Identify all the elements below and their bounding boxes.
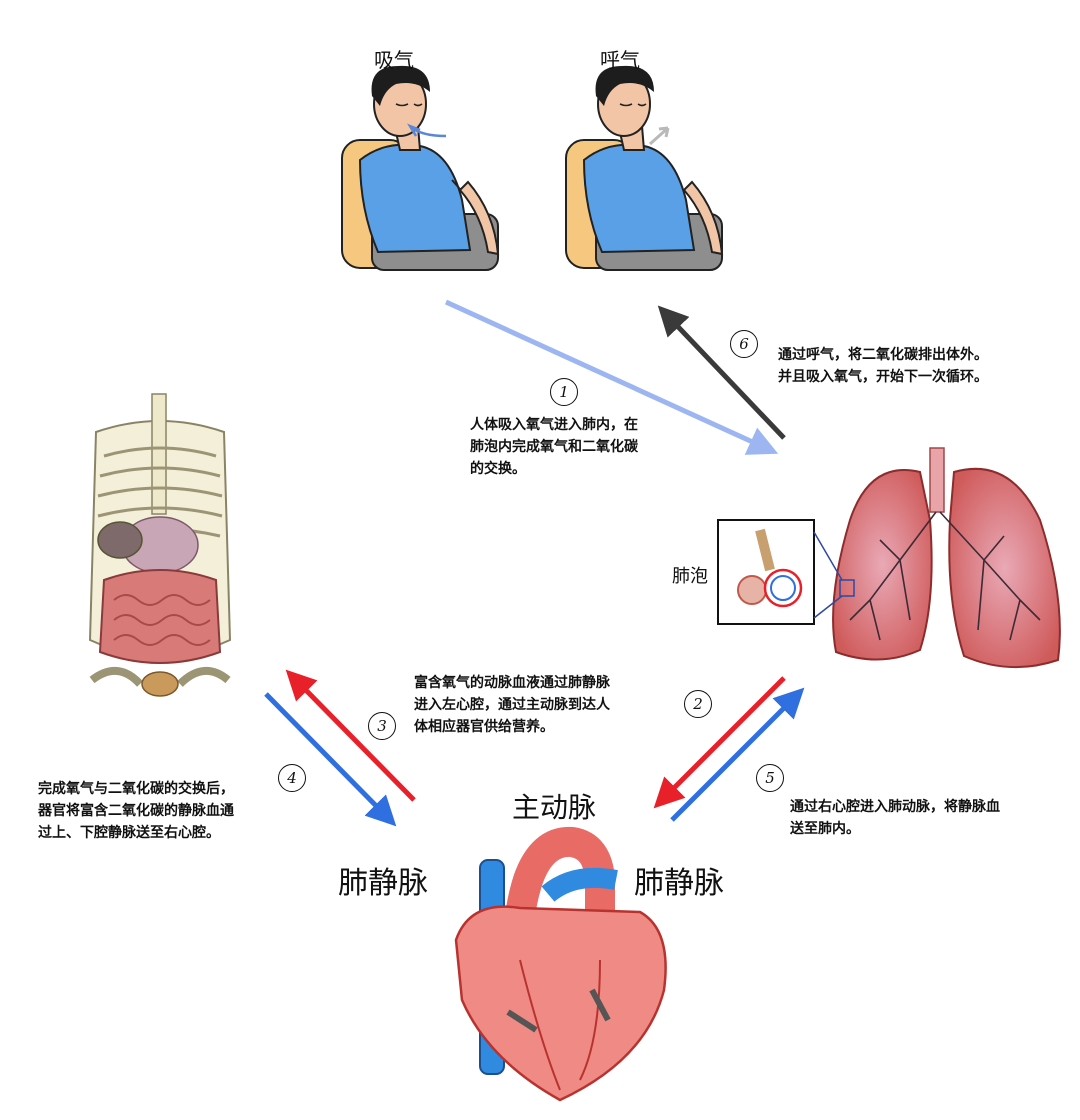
step-5-marker: 5: [756, 764, 784, 792]
step-6-marker: 6: [730, 330, 758, 358]
step-5-line-2: 送至肺内。: [790, 821, 860, 837]
step-3-text: 富含氧气的动脉血液通过肺静脉 进入左心腔，通过主动脉到达人 体相应器官供给营养。: [414, 672, 610, 738]
alveoli-inset: [717, 519, 855, 625]
arrow-heart-to-lungs: [670, 687, 805, 822]
step-1-line-3: 的交换。: [470, 461, 526, 477]
step-3-line-1: 富含氧气的动脉血液通过肺静脉: [414, 675, 610, 691]
step-6-line-1: 通过呼气，将二氧化碳排出体外。: [778, 347, 988, 363]
step-4-line-3: 过上、下腔静脉送至右心腔。: [38, 825, 220, 841]
step-6-line-2: 并且吸入氧气，开始下一次循环。: [778, 369, 988, 385]
step-1-line-1: 人体吸入氧气进入肺内，在: [470, 417, 638, 433]
inhale-label: 吸气: [374, 48, 414, 72]
arrow-artery-to-organs: [285, 669, 416, 802]
step-5-text: 通过右心腔进入肺动脉，将静脉血 送至肺内。: [790, 796, 1000, 840]
arrow-vein-to-heart: [264, 692, 397, 827]
aorta-label: 主动脉: [512, 791, 597, 824]
pulmonary-vein-label-right: 肺静脉: [634, 866, 724, 901]
step-4-marker: 4: [278, 764, 306, 792]
step-4-text: 完成氧气与二氧化碳的交换后， 器官将富含二氧化碳的静脉血通 过上、下腔静脉送至右…: [38, 778, 234, 844]
arrow-exhale-from-lungs: [657, 305, 786, 440]
exhale-label: 呼气: [600, 48, 640, 72]
arrow-lungs-to-heart: [653, 676, 786, 809]
step-1-text: 人体吸入氧气进入肺内，在 肺泡内完成氧气和二氧化碳 的交换。: [470, 414, 638, 480]
lungs-illustration: [832, 447, 1061, 669]
step-2-marker: 2: [684, 690, 712, 718]
person-inhale-illustration: [341, 65, 500, 271]
step-3-line-3: 体相应器官供给营养。: [414, 719, 554, 735]
step-5-line-1: 通过右心腔进入肺动脉，将静脉血: [790, 799, 1000, 815]
step-4-line-2: 器官将富含二氧化碳的静脉血通: [38, 803, 234, 819]
step-1-marker: 1: [550, 378, 578, 406]
step-3-line-2: 进入左心腔，通过主动脉到达人: [414, 697, 610, 713]
heart-illustration: [454, 826, 667, 1102]
step-6-text: 通过呼气，将二氧化碳排出体外。 并且吸入氧气，开始下一次循环。: [778, 344, 988, 388]
step-4-line-1: 完成氧气与二氧化碳的交换后，: [38, 781, 234, 797]
step-1-line-2: 肺泡内完成氧气和二氧化碳: [470, 439, 638, 455]
person-exhale-illustration: [565, 65, 724, 271]
alveoli-label: 肺泡: [672, 566, 708, 587]
torso-organs-illustration: [88, 393, 232, 697]
pulmonary-vein-label-left: 肺静脉: [338, 866, 428, 901]
arrow-inhale-to-lungs: [444, 299, 779, 455]
step-3-marker: 3: [368, 712, 396, 740]
